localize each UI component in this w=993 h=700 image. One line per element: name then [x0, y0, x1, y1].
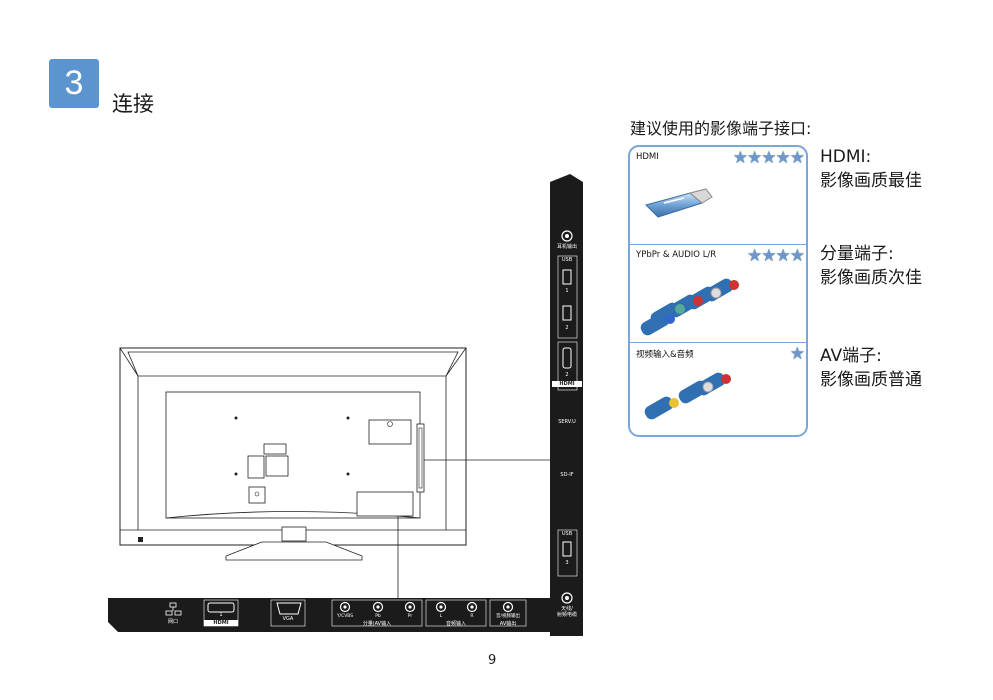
- service-port-label: SERV.U: [558, 419, 576, 425]
- av-out-top-label: 音/视频输出: [495, 614, 521, 619]
- component-row-label: YPbPr & AUDIO L/R: [636, 250, 717, 260]
- side-hdmi-logo: HDMI: [552, 381, 582, 387]
- av-row: 视频输入&音频 ★: [630, 343, 806, 435]
- hdmi-name: HDMI:: [820, 147, 872, 167]
- vga-label: VGA: [282, 616, 294, 622]
- spdif-label: SD-IF: [560, 472, 574, 478]
- step-number-badge: 3: [49, 59, 99, 108]
- antenna-label: 天线/ 射频电缆: [556, 606, 577, 618]
- ycvbs-label: Y/CVBS: [336, 614, 354, 619]
- av-quality: 影像画质普通: [820, 370, 922, 390]
- usb2-label: 2: [565, 325, 569, 331]
- hdmi2-label: 2: [565, 372, 569, 378]
- component-name: 分量端子:: [820, 244, 894, 264]
- av-row-label: 视频输入&音频: [636, 350, 694, 360]
- bottom-hdmi-logo: HDMI: [204, 620, 238, 626]
- av-out-label: AV输出: [499, 621, 517, 627]
- usb-label: USB: [561, 257, 573, 263]
- component-input-label: 分量|AV输入: [362, 621, 392, 627]
- usb3-label: 3: [565, 560, 569, 566]
- av-star-rating: ★: [789, 344, 805, 364]
- hdmi-row: HDMI ★★★★★: [630, 147, 806, 245]
- hdmi-row-label: HDMI: [636, 152, 659, 162]
- component-description: 分量端子: 影像画质次佳: [820, 242, 922, 290]
- component-cables-icon: [640, 278, 739, 336]
- section-title: 连接: [112, 92, 154, 116]
- audio-l-label: L: [439, 614, 443, 619]
- audio-r-label: R: [470, 614, 474, 619]
- av-cables-icon: [644, 372, 731, 420]
- hdmi1-label: 1: [219, 612, 223, 618]
- network-label: 网口: [167, 619, 178, 625]
- component-row: YPbPr & AUDIO L/R ★★★★: [630, 245, 806, 343]
- recommendation-title: 建议使用的影像端子接口:: [630, 119, 812, 138]
- pr-label: Pr: [407, 614, 413, 619]
- audio-input-label: 音频输入: [445, 621, 466, 627]
- av-description: AV端子: 影像画质普通: [820, 344, 922, 392]
- headphone-label: 耳机输出: [556, 244, 577, 250]
- page-number: 9: [488, 653, 497, 668]
- connector-rating-panel: HDMI ★★★★★ YPbPr & AUDIO L/R ★★★★ 视频输入&音…: [628, 145, 808, 437]
- hdmi-description: HDMI: 影像画质最佳: [820, 145, 922, 193]
- component-star-rating: ★★★★: [747, 246, 805, 266]
- av-name: AV端子:: [820, 346, 882, 366]
- hdmi-quality: 影像画质最佳: [820, 171, 922, 191]
- hdmi-plug-icon: [645, 188, 713, 218]
- usb3-header-label: USB: [561, 531, 573, 537]
- pb-label: Pb: [375, 614, 381, 619]
- component-quality: 影像画质次佳: [820, 268, 922, 288]
- usb1-label: 1: [565, 288, 569, 294]
- hdmi-star-rating: ★★★★★: [732, 148, 805, 168]
